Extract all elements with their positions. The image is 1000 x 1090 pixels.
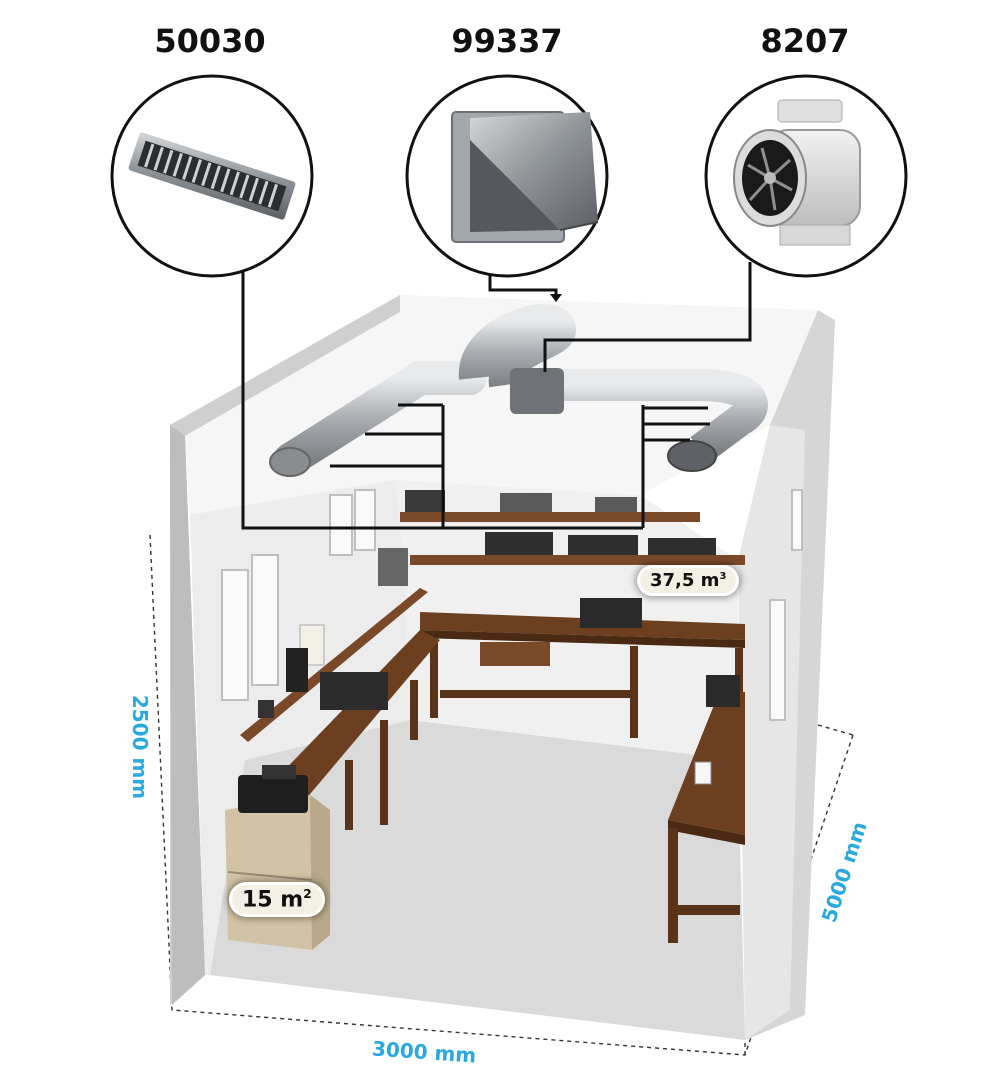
ventilation-grille-icon	[128, 132, 296, 220]
right-duct-outlet	[667, 440, 717, 472]
left-shelf	[240, 588, 428, 742]
back-shelving	[378, 490, 745, 586]
center-duct-loop	[459, 304, 577, 388]
floor	[210, 720, 745, 1040]
leader-arrow	[550, 294, 562, 302]
product-code-grille: 50030	[154, 22, 266, 60]
product-circle-hood	[405, 74, 609, 278]
windows	[221, 489, 803, 721]
room-volume-value: 37,5 m	[650, 570, 720, 591]
left-duct	[273, 361, 487, 477]
left-duct-outlet	[269, 447, 311, 477]
inline-fan-unit	[510, 368, 564, 414]
leader-lines	[241, 262, 752, 530]
floor-area-value: 15 m	[242, 887, 304, 913]
wall-outlet-hood-icon	[451, 111, 599, 243]
inline-duct-fan-icon	[733, 99, 861, 246]
product-code-hood: 99337	[451, 22, 563, 60]
product-circle-grille	[110, 74, 314, 278]
floor-area-badge: 15 m2	[232, 885, 322, 915]
room-volume-exponent: 3	[719, 571, 727, 582]
product-circle-fan	[704, 74, 908, 278]
floor-area-exponent: 2	[303, 887, 312, 901]
product-code-fan: 8207	[760, 22, 850, 60]
room-volume-badge: 37,5 m3	[640, 568, 737, 593]
height-dimension-label: 2500 mm	[128, 694, 153, 800]
duct-system	[269, 304, 768, 477]
workbenches	[270, 598, 745, 943]
right-duct	[555, 369, 768, 463]
ceiling	[185, 295, 818, 515]
